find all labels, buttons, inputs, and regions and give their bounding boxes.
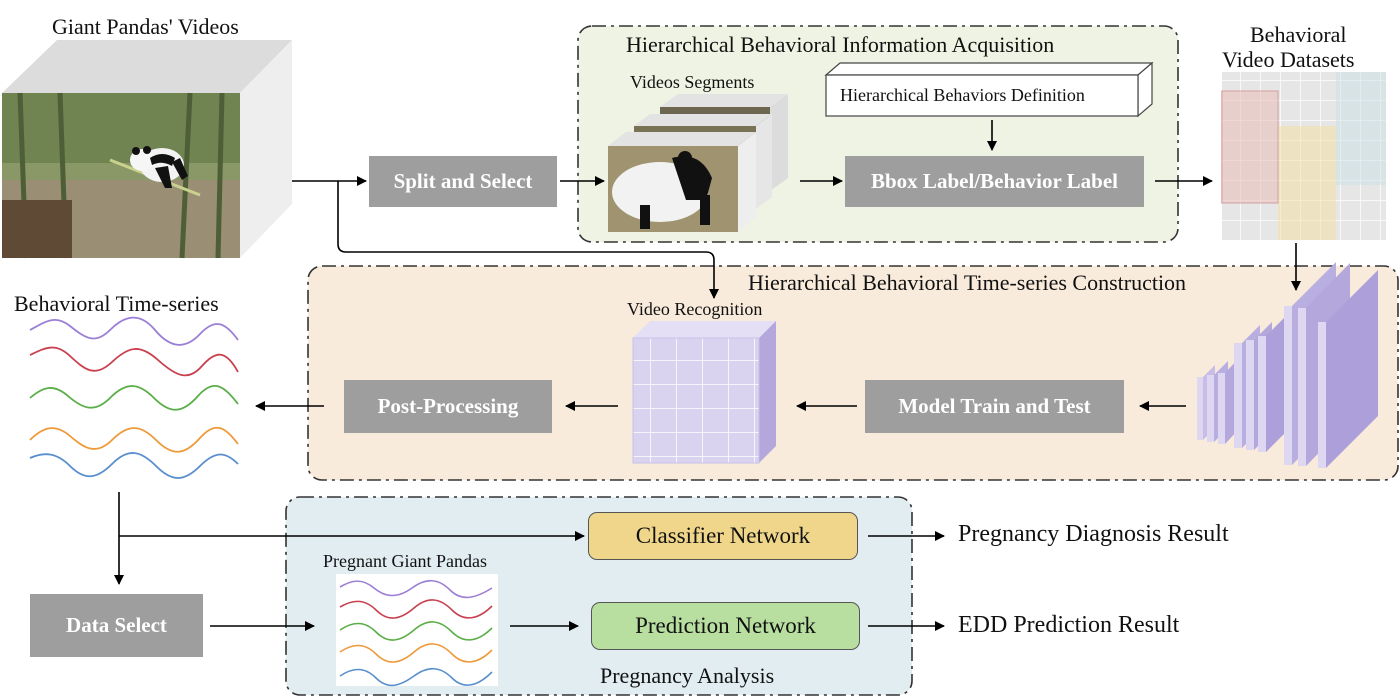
classifier-network-box: Classifier Network <box>588 512 858 560</box>
panda-video-frame <box>2 92 240 259</box>
hier-def-box <box>824 61 1154 118</box>
pregnant-pandas-label: Pregnant Giant Pandas <box>323 551 487 571</box>
pregnant-series-panel <box>336 574 498 687</box>
post-processing-box: Post-Processing <box>344 380 552 433</box>
timeseries-main <box>29 316 239 479</box>
acquisition-title: Hierarchical Behavioral Information Acqu… <box>626 32 1055 57</box>
video-segments-label: Videos Segments <box>630 72 755 92</box>
datasets-label-1: Behavioral <box>1250 22 1347 47</box>
construction-region <box>307 265 1399 481</box>
data-select-box: Data Select <box>30 594 203 657</box>
pregnancy-title: Pregnancy Analysis <box>600 663 775 688</box>
timeseries-label: Behavioral Time-series <box>14 291 219 316</box>
construction-title: Hierarchical Behavioral Time-series Cons… <box>748 270 1187 295</box>
bbox-label-box: Bbox Label/Behavior Label <box>845 156 1144 207</box>
edd-result: EDD Prediction Result <box>958 612 1180 638</box>
input-title: Giant Pandas' Videos <box>52 14 239 39</box>
video-segments-stack <box>608 94 788 232</box>
video-recognition-label: Video Recognition <box>627 299 763 319</box>
connectors <box>114 120 1301 631</box>
split-select-box: Split and Select <box>369 156 557 207</box>
dataset-grid <box>1221 72 1386 240</box>
model-train-box: Model Train and Test <box>865 380 1124 433</box>
prediction-network-box: Prediction Network <box>591 602 860 650</box>
network-layers <box>1197 262 1378 468</box>
diagnosis-result: Pregnancy Diagnosis Result <box>958 521 1229 547</box>
hier-def-label: Hierarchical Behaviors Definition <box>840 85 1085 105</box>
datasets-label-2: Video Datasets <box>1222 47 1355 72</box>
recognition-cube <box>632 321 776 464</box>
